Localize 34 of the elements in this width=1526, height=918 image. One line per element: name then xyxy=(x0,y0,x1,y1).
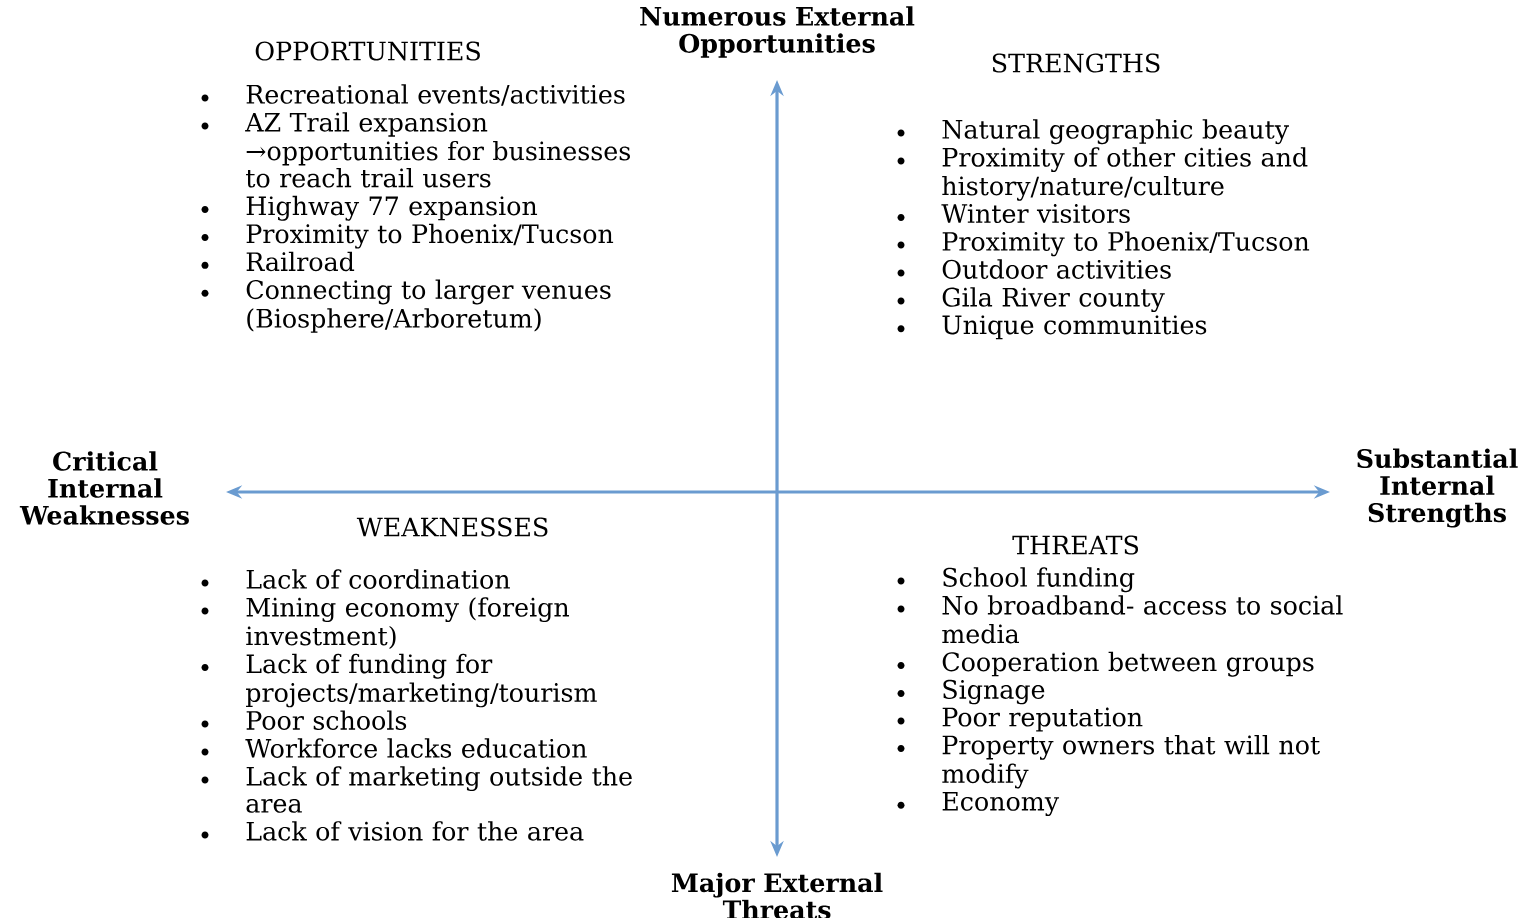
axis-label: Numerous External Opportunities xyxy=(640,6,915,58)
list-item: Signage xyxy=(943,679,1045,705)
list-item: Unique communities xyxy=(942,315,1207,340)
list-item: Recreational events/activities xyxy=(246,84,625,106)
list-item: Lack of coordination xyxy=(246,569,510,589)
list-item: Proximity to Phoenix/Tucson xyxy=(246,223,614,249)
list-item: Cooperation between groups xyxy=(942,651,1314,677)
axis-label: Critical Internal Weaknesses xyxy=(19,451,189,525)
quadrant-heading: STRENGTHS xyxy=(992,53,1160,73)
list-item: Lack of marketing outside the area xyxy=(246,766,632,813)
list-item: Lack of funding for projects/marketing/tourism xyxy=(246,653,597,708)
list-item: Proximity to Phoenix/Tucson xyxy=(942,231,1310,257)
list-item: Mining economy (foreign investment) xyxy=(246,597,569,650)
list-item: Outdoor activities xyxy=(942,259,1171,279)
list-item: Proximity of other cities and history/nature/culture xyxy=(942,147,1308,201)
list-item: No broadband- access to social media xyxy=(942,595,1343,644)
list-item: Highway 77 expansion xyxy=(246,195,538,221)
list-item: Workforce lacks education xyxy=(245,738,587,758)
quadrant-heading: THREATS xyxy=(1012,535,1139,555)
quadrant-heading: WEAKNESSES xyxy=(356,517,548,537)
list-item: Winter visitors xyxy=(941,204,1130,224)
list-item: Poor schools xyxy=(246,710,407,730)
axis-label: Substantial Internal Strengths xyxy=(1357,448,1518,528)
list-item: Natural geographic beauty xyxy=(942,119,1289,145)
list-item: Property owners that will not modify xyxy=(942,734,1320,789)
quadrant-heading: OPPORTUNITIES xyxy=(255,41,480,61)
list-item: Connecting to larger venues (Biosphere/Arboretum) xyxy=(246,279,611,333)
list-item: AZ Trail expansion →opportunities for businesses to reach trail users xyxy=(245,112,630,188)
list-item: Economy xyxy=(942,791,1060,817)
list-item: School funding xyxy=(943,567,1135,593)
list-item: Railroad xyxy=(246,251,355,272)
list-item: Gila River county xyxy=(942,287,1165,313)
list-item: Poor reputation xyxy=(942,707,1143,732)
list-item: Lack of vision for the area xyxy=(246,821,584,841)
